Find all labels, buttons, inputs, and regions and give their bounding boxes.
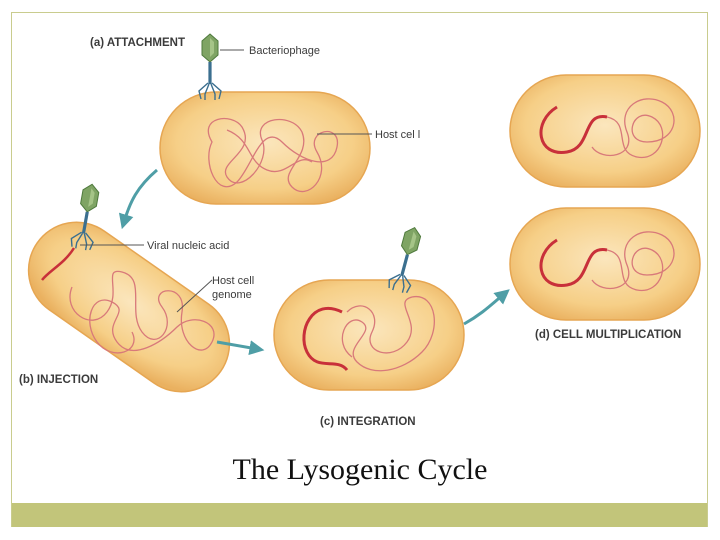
label-bacteriophage: Bacteriophage: [249, 45, 320, 57]
label-host-cell: Host cel l: [375, 129, 420, 141]
label-integration: (c) INTEGRATION: [320, 416, 416, 428]
label-attachment: (a) ATTACHMENT: [90, 37, 185, 49]
bacteriophage-icon: [198, 33, 222, 101]
arrow-a-to-b: [118, 168, 158, 230]
cell-attachment: [159, 33, 371, 205]
cell-integration: [273, 224, 465, 391]
cell-injection: [27, 181, 231, 393]
label-host-genome-2: genome: [212, 289, 252, 301]
host-genome-c: [341, 296, 435, 372]
cell-multiplication-top: [509, 74, 701, 188]
viral-dna-b: [41, 247, 76, 281]
label-injection: (b) INJECTION: [19, 374, 98, 386]
slide-caption: The Lysogenic Cycle: [232, 453, 488, 486]
bottom-accent-bar: [12, 503, 707, 527]
label-cell-multiplication: (d) CELL MULTIPLICATION: [535, 329, 681, 341]
cell-multiplication-bottom: [509, 207, 701, 321]
lysogenic-cycle-diagram: (a) ATTACHMENT Bacteriophage Host cel l …: [19, 33, 701, 428]
host-genome-b: [69, 270, 215, 354]
host-genome-a: [207, 117, 338, 193]
arrow-b-to-c: [216, 340, 265, 356]
viral-dna-integrated: [302, 306, 349, 372]
arrow-c-to-d: [463, 289, 510, 326]
label-host-genome-1: Host cell: [212, 275, 254, 287]
label-viral-nucleic-acid: Viral nucleic acid: [147, 240, 229, 252]
